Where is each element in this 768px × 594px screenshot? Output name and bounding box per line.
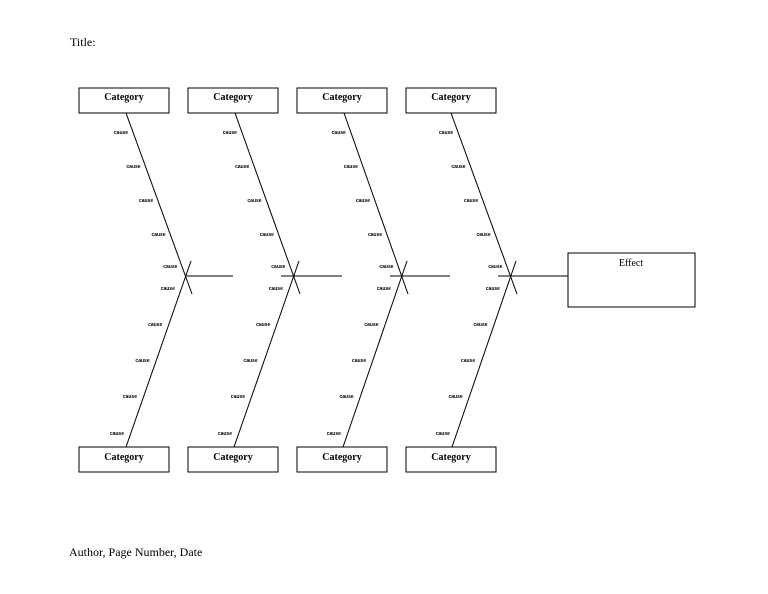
cause-label-top: cause [356,198,370,204]
cause-label-top: cause [223,130,237,136]
cause-label-top: cause [163,264,177,270]
cause-label-top: cause [247,198,261,204]
category-bone-bottom [342,260,408,448]
category-label-top: Category [104,92,143,103]
category-label-top: Category [322,92,361,103]
cause-label-top: cause [368,232,382,238]
cause-label-top: cause [332,130,346,136]
cause-label-top: cause [379,264,393,270]
cause-label-top: cause [151,232,165,238]
cause-label-top: cause [139,198,153,204]
cause-label-top: cause [235,164,249,170]
cause-label-bottom: cause [352,358,366,364]
category-bone-top [125,112,193,295]
category-label-top: Category [431,92,470,103]
category-box-bottom [405,446,497,473]
cause-label-bottom: cause [461,358,475,364]
title-label: Title: [70,35,96,49]
cause-label-top: cause [114,130,128,136]
category-label-bottom: Category [104,452,143,463]
cause-label-bottom: cause [256,322,270,328]
cause-label-top: cause [451,164,465,170]
cause-label-top: cause [271,264,285,270]
category-label-bottom: Category [213,452,252,463]
cause-label-top: cause [344,164,358,170]
cause-label-top: cause [476,232,490,238]
cause-label-top: cause [260,232,274,238]
category-label-top: Category [213,92,252,103]
cause-label-top: cause [488,264,502,270]
cause-label-bottom: cause [436,431,450,437]
cause-label-bottom: cause [161,286,175,292]
cause-label-bottom: cause [327,431,341,437]
cause-label-top: cause [126,164,140,170]
cause-label-bottom: cause [218,431,232,437]
cause-label-bottom: cause [449,394,463,400]
cause-label-bottom: cause [148,322,162,328]
cause-label-bottom: cause [243,358,257,364]
cause-label-bottom: cause [123,394,137,400]
effect-box [567,252,696,308]
category-bone-bottom [125,260,192,448]
cause-label-bottom: cause [110,431,124,437]
cause-label-bottom: cause [269,286,283,292]
cause-label-bottom: cause [231,394,245,400]
cause-label-bottom: cause [377,286,391,292]
footer-label: Author, Page Number, Date [69,545,203,559]
category-bone-top [450,112,518,295]
category-box-bottom [78,446,170,473]
effect-label: Effect [619,258,643,269]
category-bone-bottom [233,260,300,448]
category-box-top [187,87,279,114]
category-box-top [405,87,497,114]
cause-label-bottom: cause [486,286,500,292]
category-bone-bottom [451,260,517,448]
cause-label-top: cause [464,198,478,204]
category-bone-top [234,112,301,295]
cause-label-top: cause [439,130,453,136]
category-bone-top [343,112,409,295]
cause-label-bottom: cause [135,358,149,364]
cause-label-bottom: cause [473,322,487,328]
category-box-bottom [296,446,388,473]
cause-label-bottom: cause [364,322,378,328]
cause-label-bottom: cause [340,394,354,400]
category-box-top [78,87,170,114]
category-box-top [296,87,388,114]
category-box-bottom [187,446,279,473]
category-label-bottom: Category [322,452,361,463]
category-label-bottom: Category [431,452,470,463]
